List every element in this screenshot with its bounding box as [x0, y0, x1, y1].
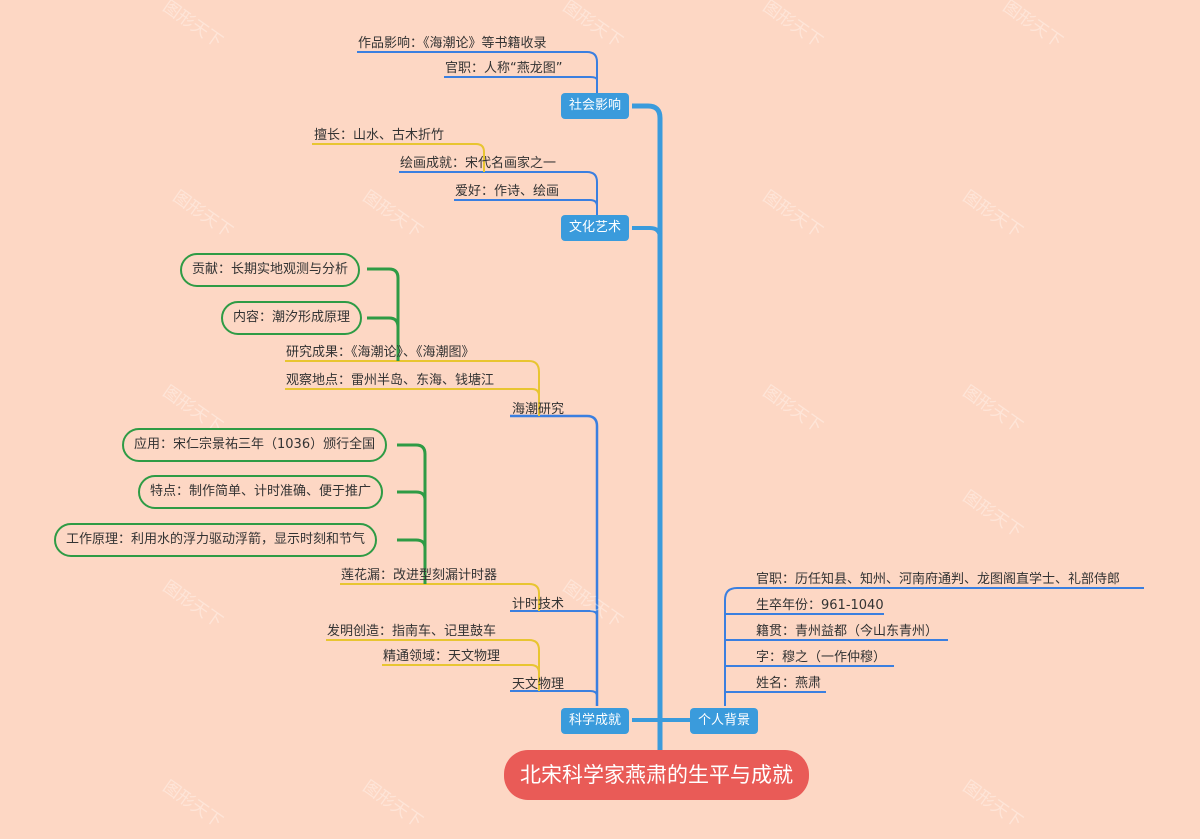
personal-hometown[interactable]: 籍贯：青州益都（今山东青州）: [756, 624, 939, 639]
personal-lifespan[interactable]: 生卒年份：961-1040: [756, 598, 884, 613]
clepsydra-application[interactable]: 应用：宋仁宗景祐三年（1036）颁行全国: [122, 428, 388, 462]
astronomy-inventions[interactable]: 发明创造：指南车、记里鼓车: [327, 624, 497, 639]
clepsydra-principle[interactable]: 工作原理：利用水的浮力驱动浮箭，显示时刻和节气: [54, 523, 378, 557]
tide-observation-sites[interactable]: 观察地点：雷州半岛、东海、钱塘江: [286, 373, 495, 388]
social-impact-title[interactable]: 官职：人称“燕龙图”: [445, 61, 563, 76]
branch-science[interactable]: 科学成就: [561, 708, 630, 734]
timing-tech-node[interactable]: 计时技术: [512, 597, 565, 612]
personal-courtesy-name[interactable]: 字：穆之（一作仲穆）: [756, 650, 887, 665]
astronomy-field[interactable]: 精通领域：天文物理: [383, 649, 501, 664]
lotus-clepsydra[interactable]: 莲花漏：改进型刻漏计时器: [341, 568, 498, 583]
root-topic[interactable]: 北宋科学家燕肃的生平与成就: [504, 750, 809, 800]
tide-research-result[interactable]: 研究成果：《海潮论》、《海潮图》: [286, 345, 475, 360]
branch-culture-art[interactable]: 文化艺术: [561, 215, 630, 241]
culture-painting[interactable]: 绘画成就：宋代名画家之一: [400, 156, 557, 171]
personal-name[interactable]: 姓名：燕肃: [756, 676, 822, 691]
social-impact-works[interactable]: 作品影响：《海潮论》等书籍收录: [358, 36, 547, 51]
personal-official-posts[interactable]: 官职：历任知县、知州、河南府通判、龙图阁直学士、礼部侍郎: [756, 572, 1121, 587]
clepsydra-features[interactable]: 特点：制作简单、计时准确、便于推广: [138, 475, 384, 509]
tide-research-node[interactable]: 海潮研究: [512, 402, 565, 417]
tide-content[interactable]: 内容：潮汐形成原理: [221, 301, 363, 335]
branch-social-impact[interactable]: 社会影响: [561, 93, 630, 119]
culture-hobby[interactable]: 爱好：作诗、绘画: [455, 184, 560, 199]
astronomy-node[interactable]: 天文物理: [512, 677, 565, 692]
branch-personal[interactable]: 个人背景: [690, 708, 759, 734]
tide-contribution[interactable]: 贡献：长期实地观测与分析: [180, 253, 361, 287]
culture-specialty[interactable]: 擅长：山水、古木折竹: [314, 128, 445, 143]
